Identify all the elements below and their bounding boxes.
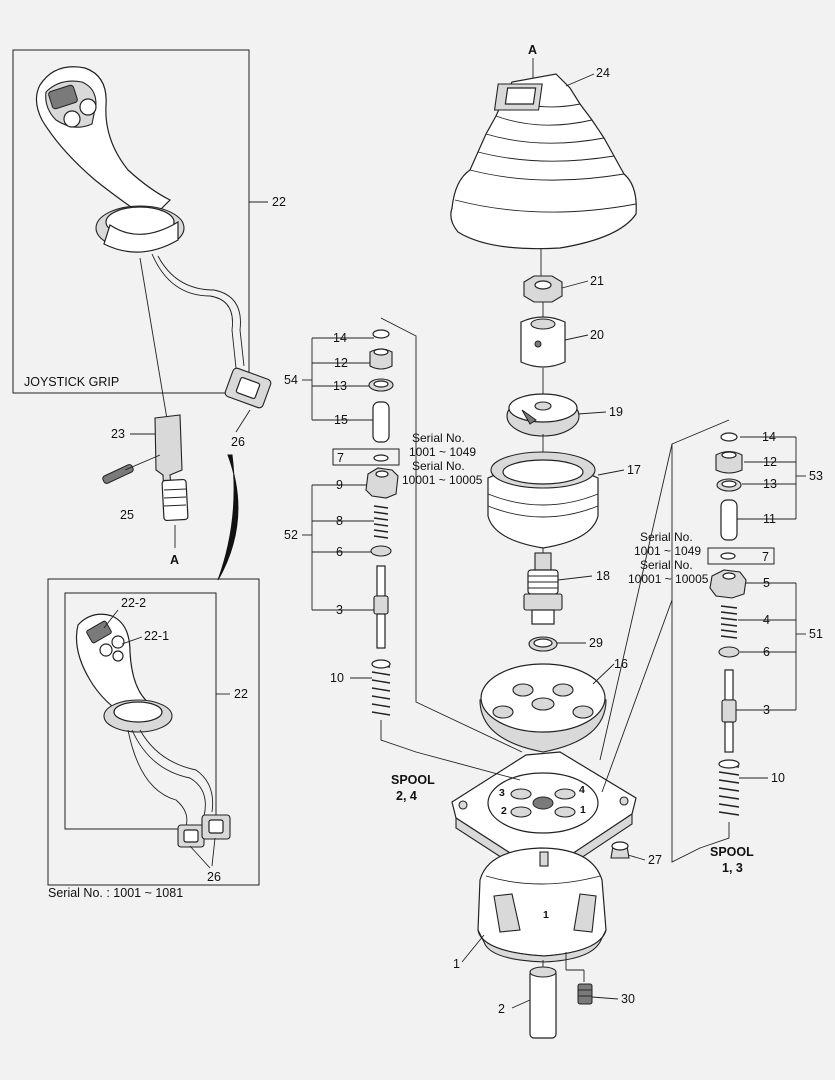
callout-52: 52 (284, 528, 298, 542)
spool-left-line2: 2, 4 (396, 789, 417, 803)
joystick-grip-label: JOYSTICK GRIP (24, 375, 119, 389)
callout-20: 20 (590, 328, 604, 342)
grip-variant-illustration (75, 613, 231, 848)
callout-3-left: 3 (336, 603, 343, 617)
callout-27: 27 (648, 853, 662, 867)
ref-a-top: A (528, 43, 537, 57)
callout-9: 9 (336, 478, 343, 492)
callout-25: 25 (120, 508, 134, 522)
callout-13-left: 13 (333, 379, 347, 393)
spool-right-line2: 1, 3 (722, 861, 743, 875)
serial-box-left-7 (332, 448, 400, 466)
callout-24: 24 (596, 66, 610, 80)
swash-plate-19 (506, 393, 580, 437)
rubber-boot-24 (450, 73, 637, 250)
port-4: 4 (579, 784, 585, 796)
callout-4: 4 (763, 613, 770, 627)
plate-16 (479, 663, 607, 753)
callout-53: 53 (809, 469, 823, 483)
serial-right-line1: Serial No. (640, 530, 693, 544)
callout-6-right: 6 (763, 645, 770, 659)
serial-box-right-7 (707, 547, 775, 565)
callout-10-left: 10 (330, 671, 344, 685)
callout-54: 54 (284, 373, 298, 387)
callout-51: 51 (809, 627, 823, 641)
serial-left-line4: 10001 ~ 10005 (402, 473, 483, 487)
callout-12-right: 12 (763, 455, 777, 469)
callout-29: 29 (589, 636, 603, 650)
pin-23 (154, 414, 189, 522)
joystick-grip-frame (12, 49, 250, 394)
callout-1: 1 (453, 957, 460, 971)
universal-joint-18 (523, 552, 563, 625)
port-2: 2 (501, 805, 507, 817)
spool-right-line1: SPOOL (710, 845, 754, 859)
callout-13-right: 13 (763, 477, 777, 491)
callout-2: 2 (498, 1002, 505, 1016)
callout-22-bottom: 22 (234, 687, 248, 701)
callout-18: 18 (596, 569, 610, 583)
callout-10-right: 10 (771, 771, 785, 785)
callout-6-left: 6 (336, 545, 343, 559)
callout-8: 8 (336, 514, 343, 528)
joystick-grip-illustration (35, 66, 272, 409)
plug-27 (610, 841, 630, 859)
serial-left-line3: Serial No. (412, 459, 465, 473)
callout-12-left: 12 (334, 356, 348, 370)
callout-11: 11 (763, 512, 776, 526)
callout-14-left: 14 (333, 331, 347, 345)
right-spool-parts (709, 432, 747, 816)
callout-30: 30 (621, 992, 635, 1006)
grip-variant-inner-frame (64, 592, 217, 830)
callout-26-bottom: 26 (207, 870, 221, 884)
serial-left-line1: Serial No. (412, 431, 465, 445)
serial-right-line2: 1001 ~ 1049 (634, 544, 701, 558)
casing-plate (451, 751, 637, 873)
callout-19: 19 (609, 405, 623, 419)
port-3: 3 (499, 787, 505, 799)
black-cable-curve (217, 454, 239, 581)
left-spool-parts (365, 329, 399, 716)
housing-mark: 1 (543, 909, 549, 921)
callout-16: 16 (614, 657, 628, 671)
shaft-2 (529, 966, 557, 1039)
callout-5: 5 (763, 576, 770, 590)
screw-30 (577, 983, 593, 1005)
callout-3-right: 3 (763, 703, 770, 717)
housing-1 (477, 847, 607, 963)
callout-26-top: 26 (231, 435, 245, 449)
nut-21 (523, 275, 563, 303)
callout-22-1: 22-1 (144, 629, 169, 643)
serial-right-line4: 10001 ~ 10005 (628, 572, 709, 586)
grip-variant-frame (47, 578, 260, 886)
callout-23: 23 (111, 427, 125, 441)
serial-range-grip: Serial No. : 1001 ~ 1081 (48, 886, 183, 900)
callout-17: 17 (627, 463, 641, 477)
serial-left-line2: 1001 ~ 1049 (409, 445, 476, 459)
callout-7-left: 7 (337, 451, 344, 465)
sleeve-20 (520, 316, 566, 368)
callout-21: 21 (590, 274, 604, 288)
callout-22-top: 22 (272, 195, 286, 209)
serial-right-line3: Serial No. (640, 558, 693, 572)
pin-25 (102, 464, 134, 484)
port-1: 1 (580, 804, 586, 816)
callout-15: 15 (334, 413, 348, 427)
ref-a-bottom: A (170, 553, 179, 567)
callout-22-2: 22-2 (121, 596, 146, 610)
callout-14-right: 14 (762, 430, 776, 444)
guide-bushing-17 (487, 451, 599, 549)
callout-7-right: 7 (762, 550, 769, 564)
spool-left-line1: SPOOL (391, 773, 435, 787)
